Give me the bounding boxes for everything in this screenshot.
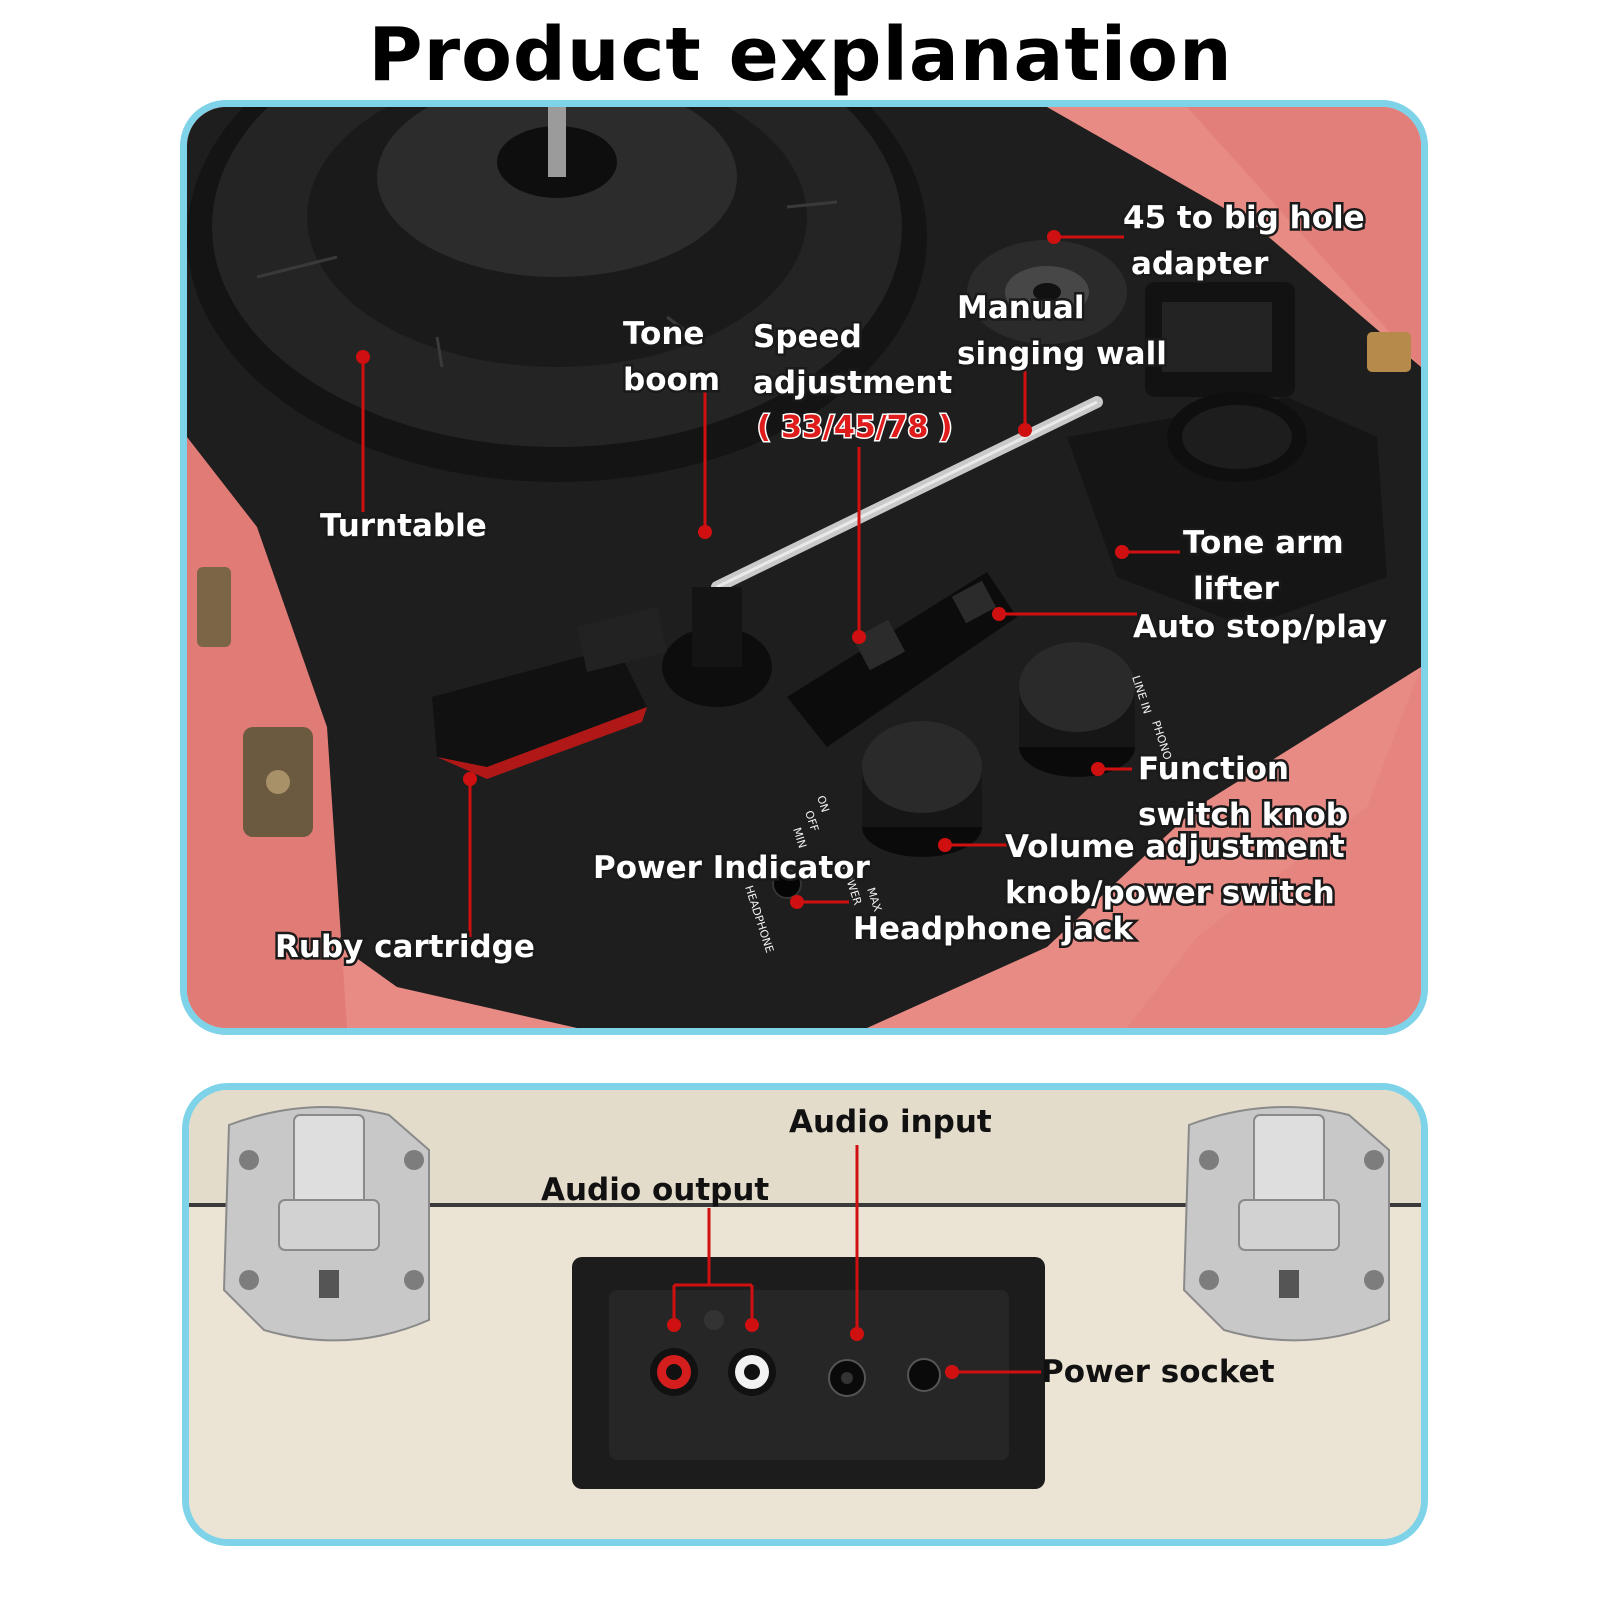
label-manual-wall-line1: Manual [957, 290, 1084, 326]
print-min: MIN [790, 826, 809, 850]
label-speed-line1: Speed [753, 319, 862, 355]
leader-lines-bottom [667, 1145, 1041, 1379]
page-title: Product explanation [368, 12, 1233, 98]
print-on: ON [814, 794, 832, 814]
print-off: OFF [802, 809, 821, 833]
label-tone-arm-lifter-line1: Tone arm [1183, 525, 1344, 561]
label-turntable: Turntable [320, 508, 487, 544]
tonearm-icon [662, 396, 1103, 707]
tonearm-counterweight-icon [1145, 282, 1307, 482]
label-tone-boom-line2: boom [623, 362, 720, 398]
side-latch [197, 567, 313, 837]
hinge-icon [1367, 332, 1411, 372]
speed-switch-icon [852, 619, 906, 671]
ruby-cartridge-icon [432, 607, 667, 779]
turntable-illustration: ON OFF MIN MAX POWER HEADPHONE LINE IN P… [187, 107, 1421, 1028]
label-audio-output: Audio output [541, 1172, 769, 1208]
label-adapter-line1: 45 to big hole [1123, 200, 1365, 236]
label-headphone-jack: Headphone jack [853, 911, 1134, 947]
adapter-icon [967, 240, 1127, 344]
label-audio-input: Audio input [789, 1104, 992, 1140]
turntable-platter-icon [187, 107, 927, 482]
top-photo-panel: ON OFF MIN MAX POWER HEADPHONE LINE IN P… [180, 100, 1428, 1035]
label-ruby-cartridge: Ruby cartridge [275, 929, 535, 965]
label-adapter-line2: adapter [1131, 246, 1269, 282]
latch-right-icon [1182, 1106, 1390, 1342]
power-socket-icon [907, 1358, 941, 1392]
label-manual-wall-line2: singing wall [957, 336, 1167, 372]
label-volume-line2: knob/power switch [1005, 875, 1335, 911]
headphone-jack-icon [772, 869, 802, 899]
label-auto-stop: Auto stop/play [1133, 609, 1387, 645]
label-function-line1: Function [1138, 751, 1289, 787]
label-tone-arm-lifter-line2: lifter [1193, 571, 1280, 607]
rear-panel-illustration: Audio input Audio output Power socket [189, 1090, 1421, 1539]
latch-left-icon [222, 1106, 430, 1342]
auto-stop-switch-icon [951, 580, 997, 624]
function-knob-icon [1019, 642, 1135, 777]
label-speed-line2: adjustment [753, 365, 952, 401]
label-speed-range: ( 33/45/78 ) [757, 410, 952, 445]
label-tone-boom-line1: Tone [623, 316, 704, 352]
label-function-line2: switch knob [1138, 797, 1348, 833]
leader-lines [356, 230, 1180, 937]
volume-knob-icon [862, 721, 982, 857]
bottom-photo-panel: Audio input Audio output Power socket [182, 1083, 1428, 1546]
label-power-indicator: Power Indicator [593, 850, 871, 886]
connector-panel [572, 1257, 1045, 1489]
label-power-socket: Power socket [1041, 1354, 1275, 1390]
label-volume-line1: Volume adjustment [1005, 829, 1345, 865]
